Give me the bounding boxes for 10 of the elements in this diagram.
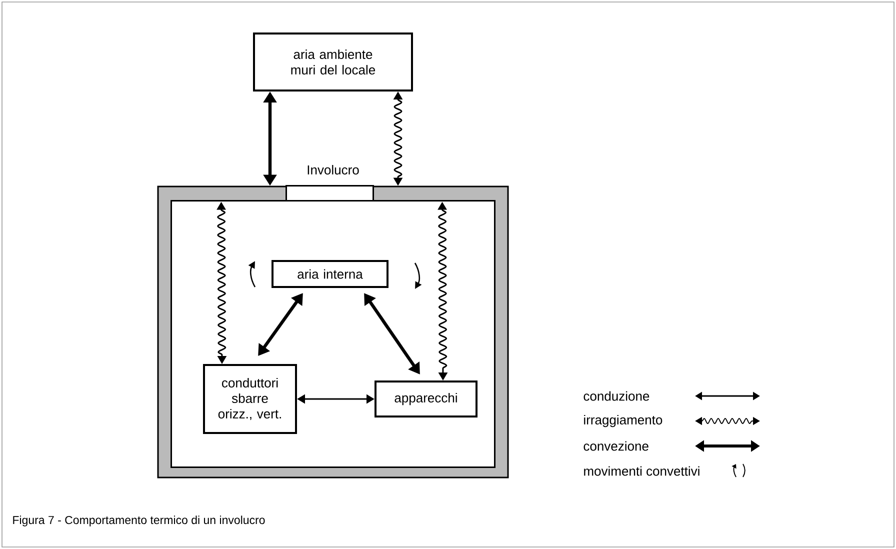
legend-text: convezione	[584, 441, 648, 451]
inner-air-box: aria interna	[272, 260, 388, 288]
legend-text: conduzione	[584, 391, 650, 401]
caption: Figura 7 - Comportamento termico di un involucro	[13, 516, 265, 526]
legend-text: movimenti convettivi	[584, 466, 700, 476]
environment-box: aria ambiente muri del locale	[253, 32, 413, 92]
enclosure-label: Involucro	[308, 164, 359, 175]
device-box: apparecchi	[374, 380, 478, 418]
legend-text: irraggiamento	[584, 414, 662, 428]
conductor-box: conduttori sbarre orizz., vert.	[203, 364, 297, 434]
